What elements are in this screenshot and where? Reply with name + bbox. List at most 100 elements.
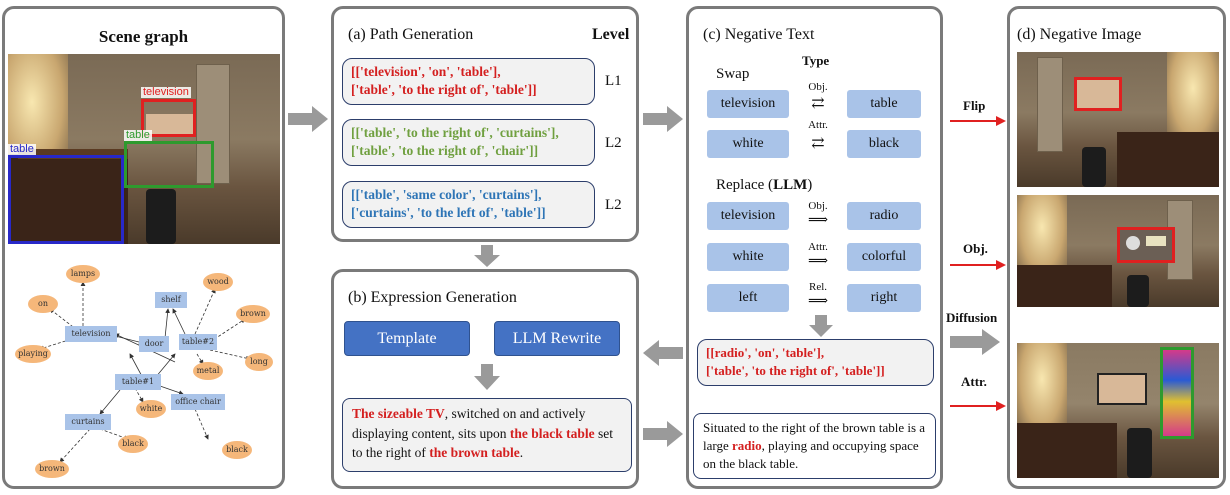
negative-path-box: [[radio', 'on', 'table'], ['table', 'to …	[697, 339, 934, 386]
arrow-down-negative	[809, 315, 833, 337]
neg-seg-1: Situated to the right of the brown table…	[703, 420, 926, 454]
path-1-line2: ['table', 'to the right of', 'table']]	[351, 82, 537, 98]
expr-seg-6: .	[519, 445, 524, 461]
node-label-black-left: black	[122, 439, 144, 448]
neg-seg-2: radio	[732, 438, 762, 454]
level-header: Level	[592, 26, 630, 43]
path-3-line2: ['curtains', 'to the left of', 'table']]	[351, 205, 546, 221]
bbox-label-table-blue: table	[8, 143, 36, 155]
node-label-table1: table#1	[122, 377, 154, 386]
swap-arrow-2: ⇄	[811, 135, 825, 152]
replace-token-right-1: radio	[847, 202, 921, 230]
bbox-label-television: television	[141, 86, 191, 98]
arrow-down-to-expression	[474, 245, 500, 267]
negative-sentence-box: Situated to the right of the brown table…	[693, 413, 936, 479]
node-brown-bottom	[35, 460, 69, 478]
node-wood	[203, 273, 233, 291]
path-generation-title: (a) Path Generation	[348, 26, 474, 43]
replace-type-3: Rel.	[808, 281, 828, 293]
obj-bbox	[1117, 227, 1175, 263]
negative-text-title: (c) Negative Text	[703, 26, 815, 43]
diffusion-arrow	[950, 329, 1000, 355]
bbox-label-table-green: table	[124, 129, 152, 141]
node-label-metal: metal	[197, 366, 220, 375]
expr-seg-5: the brown table	[429, 445, 520, 461]
diffusion-label: Diffusion	[946, 310, 998, 325]
flip-bbox	[1074, 77, 1122, 111]
node-black-right	[222, 441, 252, 459]
template-box: Template	[344, 321, 470, 356]
arrow-to-negative-text	[643, 106, 683, 132]
node-label-door: door	[145, 339, 164, 348]
node-label-lamps: lamps	[71, 269, 95, 278]
obj-arrow	[950, 260, 1006, 270]
node-label-white: white	[140, 404, 163, 413]
flip-label: Flip	[963, 98, 986, 113]
bbox-table-green	[124, 141, 214, 188]
replace-token-left-2: white	[707, 243, 789, 271]
bbox-television	[141, 99, 196, 137]
expression-generation-panel: (b) Expression Generation Template LLM R…	[331, 269, 639, 489]
negative-path-line2: ['table', 'to the right of', 'table']]	[706, 362, 885, 378]
expr-seg-2: , switched on and actively displaying co…	[352, 406, 586, 441]
swap-type-2: Attr.	[808, 119, 828, 131]
node-metal	[193, 362, 223, 380]
scene-graph-title: Scene graph	[98, 27, 189, 46]
path-3-level: L2	[605, 197, 622, 213]
attr-bbox	[1160, 347, 1194, 439]
bbox-table-blue	[8, 155, 124, 244]
node-label-office-chair: office chair	[175, 397, 221, 406]
swap-token-right-2: black	[847, 130, 921, 158]
expr-seg-4: set to the right of	[352, 425, 614, 461]
scene-graph-panel: Scene graph television table table	[2, 6, 285, 489]
path-1-level: L1	[605, 73, 622, 89]
arrow-down-expression	[474, 364, 500, 390]
node-label-curtains: curtains	[71, 417, 104, 426]
obj-label: Obj.	[963, 241, 988, 256]
replace-token-left-1: television	[707, 202, 789, 230]
node-black-left	[118, 435, 148, 453]
arrow-from-negative-text	[643, 340, 683, 366]
replace-arrow-3: ⟹	[807, 294, 829, 309]
node-label-television: television	[72, 329, 111, 338]
negative-image-flip	[1017, 52, 1219, 187]
node-table2	[179, 334, 217, 350]
node-office-chair	[171, 394, 225, 410]
scene-photo: television table table	[8, 54, 280, 244]
replace-label: Replace (LLM)	[716, 177, 812, 194]
replace-type-1: Obj.	[808, 200, 828, 212]
negative-image-attr	[1017, 343, 1219, 478]
swap-label: Swap	[716, 66, 750, 82]
node-label-black-right: black	[226, 445, 248, 454]
negative-image-title: (d) Negative Image	[1017, 26, 1142, 43]
node-curtains	[65, 414, 111, 430]
replace-token-right-3: right	[847, 284, 921, 312]
replace-label-text: Replace (	[716, 177, 774, 193]
path-generation-panel: (a) Path Generation Level [['television'…	[331, 6, 639, 242]
attr-label: Attr.	[961, 374, 987, 389]
node-brown-top	[236, 305, 270, 323]
replace-close: )	[807, 177, 813, 193]
swap-token-left-1: television	[707, 90, 789, 118]
swap-type-1: Obj.	[808, 81, 828, 93]
negative-path-line1: [[radio', 'on', 'table'],	[706, 345, 825, 360]
node-table1	[115, 374, 161, 390]
expression-generation-title: (b) Expression Generation	[348, 289, 517, 306]
scene-graph-diagram: lamps on television playing shelf door t…	[15, 265, 273, 478]
path-2-line2: ['table', 'to the right of', 'chair']]	[351, 143, 539, 159]
path-2-level: L2	[605, 135, 622, 151]
path-1-line1: [['television', 'on', 'table'],	[351, 64, 501, 79]
attr-arrow	[950, 401, 1006, 411]
expr-seg-3: the black table	[509, 425, 595, 441]
replace-llm: LLM	[773, 177, 808, 193]
node-label-playing: playing	[18, 349, 48, 358]
negative-text-panel: (c) Negative Text Type Swap television O…	[686, 6, 943, 489]
replace-type-2: Attr.	[808, 241, 828, 253]
node-label-brown-top: brown	[240, 309, 266, 318]
node-label-brown-bottom: brown	[39, 464, 65, 473]
expr-seg-1: The sizeable TV	[352, 406, 445, 421]
swap-token-right-1: table	[847, 90, 921, 118]
swap-token-left-2: white	[707, 130, 789, 158]
node-label-shelf: shelf	[161, 295, 182, 304]
path-box-3: [['table', 'same color', 'curtains'], ['…	[342, 181, 595, 228]
